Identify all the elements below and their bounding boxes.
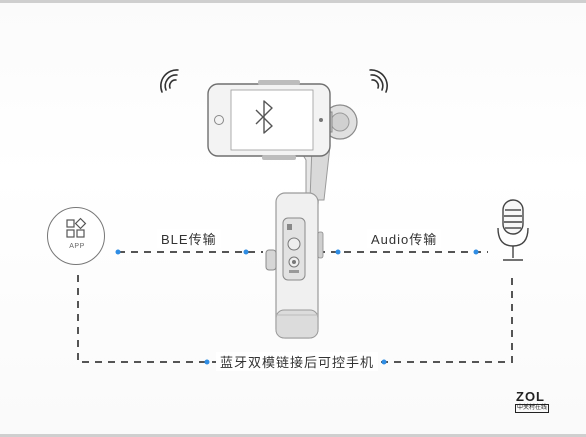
watermark-logo: ZOL	[516, 389, 545, 404]
loop-dot-right	[381, 359, 387, 365]
gimbal-device	[207, 80, 358, 339]
ble-transfer-label: BLE传输	[157, 229, 221, 248]
microphone-icon	[497, 199, 529, 261]
watermark-subtitle: 中关村在线	[515, 404, 550, 413]
app-label: APP	[69, 243, 85, 250]
app-node: APP	[47, 207, 105, 265]
audio-transfer-label: Audio传输	[367, 229, 442, 248]
ble-dot-left	[115, 249, 121, 255]
loop-dot-left	[204, 359, 210, 365]
bluetooth-icon	[255, 100, 273, 134]
wifi-signal-right-icon	[369, 69, 388, 93]
wifi-signal-left-icon	[160, 69, 179, 93]
ble-dot-right	[243, 249, 249, 255]
dual-mode-control-label: 蓝牙双模链接后可控手机	[216, 352, 379, 371]
audio-dot-left	[335, 249, 341, 255]
app-grid-icon	[66, 217, 87, 238]
audio-dot-right	[473, 249, 479, 255]
